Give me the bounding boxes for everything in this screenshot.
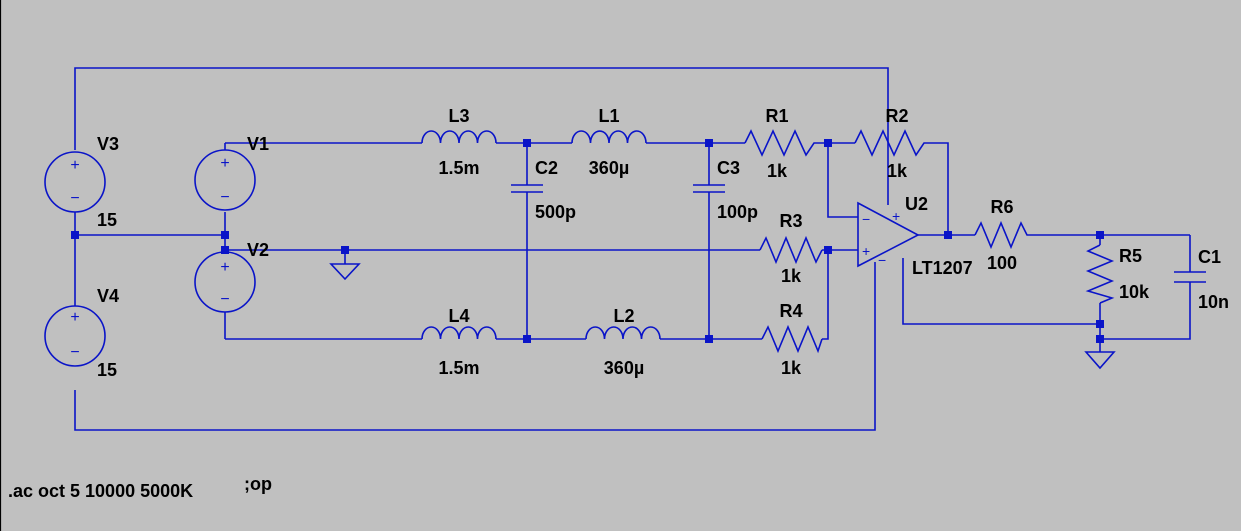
junction-dot [705,335,713,343]
wires [74,67,1191,431]
u2-vplus-sign: + [892,208,900,224]
r6-resistor[interactable] [974,220,1030,250]
c3-capacitor[interactable] [693,184,725,193]
wire-v3-to-u2-pos-supply [74,67,889,205]
l3-value: 1.5m [438,158,479,178]
r5-value: 10k [1119,282,1150,302]
v2-plus: + [220,259,229,276]
r2-name: R2 [885,106,908,126]
r2-value: 1k [887,161,908,181]
junction-dot [221,246,229,254]
r4-name: R4 [779,301,802,321]
c2-name: C2 [535,158,558,178]
component-labels: V3 15 V4 15 V1 V2 L3 1.5m L1 360µ L4 1.5… [97,106,1229,380]
v1-name: V1 [247,134,269,154]
v2-name: V2 [247,240,269,260]
v2-source[interactable]: + − [194,251,256,313]
junction-dot [1096,231,1104,239]
junction-dot [71,231,79,239]
wire-to-u2-inv [827,143,858,218]
ground-triangle [329,263,361,281]
v3-minus: − [70,190,79,207]
l4-value: 1.5m [438,358,479,378]
l2-value: 360µ [604,358,644,378]
junction-dot [1096,320,1104,328]
v3-value: 15 [97,210,117,230]
ground-triangle [1084,351,1116,370]
r2-resistor[interactable] [854,129,930,157]
r3-resistor[interactable] [759,235,823,265]
c2-capacitor[interactable] [511,184,543,193]
junction-dot [944,231,952,239]
junction-dot [523,139,531,147]
l2-name: L2 [613,306,634,326]
u2-triangle [857,201,920,268]
wire-u2-ref [902,258,1100,325]
v1-plus: + [220,155,229,172]
r6-value: 100 [987,253,1017,273]
wire-c1-to-gnd [1099,282,1191,352]
ground-symbol [329,250,361,281]
junction-dot [1096,335,1104,343]
r6-name: R6 [990,197,1013,217]
c3-value: 100p [717,202,758,222]
wire-v4-to-u2-neg-supply [74,262,876,431]
v4-plus: + [70,309,79,326]
u2-inv-sign: − [862,211,870,227]
v3-body [44,151,106,213]
l1-name: L1 [598,106,619,126]
l1-value: 360µ [589,158,629,178]
c1-value: 10n [1198,292,1229,312]
spice-directive-op[interactable]: ;op [244,474,272,494]
v4-source[interactable]: + − [44,305,106,367]
l4-name: L4 [448,306,469,326]
l3-name: L3 [448,106,469,126]
r4-resistor[interactable] [761,324,823,354]
v4-minus: − [70,344,79,361]
u2-value: LT1207 [912,258,973,278]
c1-name: C1 [1198,247,1221,267]
c1-capacitor[interactable] [1174,271,1206,283]
junction-dot [824,139,832,147]
spice-directive-ac[interactable]: .ac oct 5 10000 5000K [8,481,193,501]
junction-dot [221,231,229,239]
u2-name: U2 [905,194,928,214]
v4-body [44,305,106,367]
v1-body [194,149,256,211]
l1-inductor[interactable] [571,130,647,144]
v4-value: 15 [97,360,117,380]
v1-minus: − [220,189,229,206]
junctions [71,139,1104,343]
u2-vminus-sign: − [878,252,886,268]
wire-r4-to-noninv [822,250,829,340]
r1-value: 1k [767,161,788,181]
wire-r2-to-out [930,142,949,235]
r5-resistor[interactable] [1085,244,1115,304]
r4-value: 1k [781,358,802,378]
c2-value: 500p [535,202,576,222]
l2-inductor[interactable] [585,326,661,340]
junction-dot [705,139,713,147]
v2-minus: − [220,291,229,308]
c3-name: C3 [717,158,740,178]
v4-name: V4 [97,286,119,306]
r1-name: R1 [765,106,788,126]
ground-symbol [1084,351,1116,370]
v1-source[interactable]: + − [194,149,256,211]
r3-value: 1k [781,266,802,286]
v3-name: V3 [97,134,119,154]
v3-plus: + [70,157,79,174]
junction-dot [341,246,349,254]
junction-dot [523,335,531,343]
junction-dot [824,246,832,254]
v3-source[interactable]: + − [44,151,106,213]
r1-resistor[interactable] [744,129,820,157]
l4-inductor[interactable] [421,326,497,340]
r3-name: R3 [779,211,802,231]
u2-opamp[interactable]: − + + − [857,201,920,268]
l3-inductor[interactable] [421,130,497,144]
r5-name: R5 [1119,246,1142,266]
u2-noninv-sign: + [862,243,870,259]
